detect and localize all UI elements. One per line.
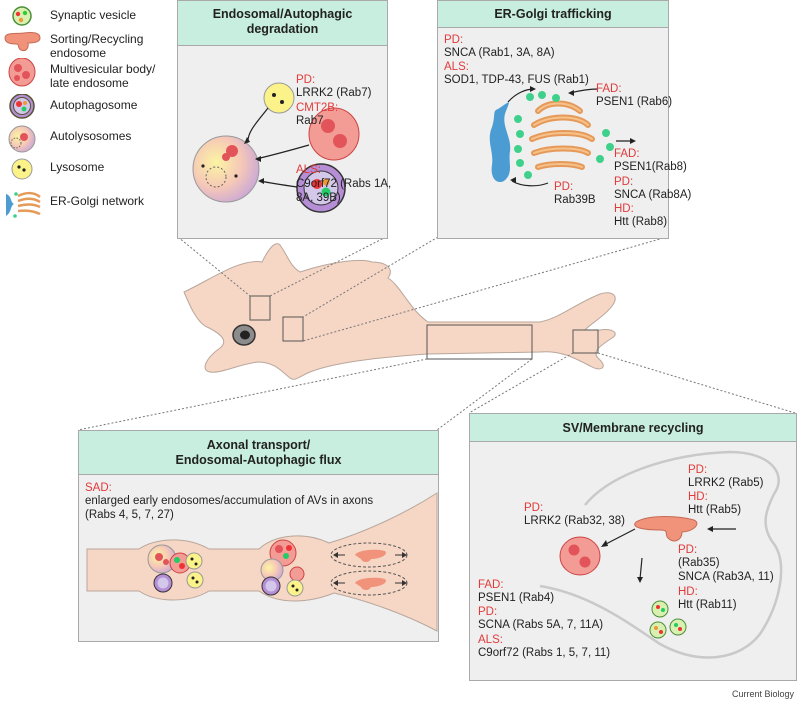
sorting-endosome-icon: [4, 32, 41, 51]
multivesicular-body-icon: [8, 58, 36, 87]
disease-label: ALS:: [296, 164, 321, 176]
disease-label: PD:: [688, 464, 708, 476]
disease-label: PD:: [678, 544, 698, 556]
panel-er-golgi: ER-Golgi trafficking: [437, 0, 691, 239]
disease-label: HD:: [688, 491, 708, 503]
legend-item: Autolysosomes: [0, 125, 175, 155]
gene-label: (Rab35) SNCA (Rab3A, 11): [678, 557, 774, 583]
legend-label: Lysosome: [50, 160, 105, 174]
zoom-box-terminal: [572, 329, 599, 354]
axon-illustration: [86, 492, 438, 632]
disease-label: ALS:: [478, 634, 503, 646]
disease-label: HD:: [678, 586, 698, 598]
gene-label: LRRK2 (Rab7): [296, 87, 372, 99]
panel-title: Axonal transport/ Endosomal-Autophagic f…: [79, 431, 438, 475]
panel-axonal: Axonal transport/ Endosomal-Autophagic f…: [78, 430, 439, 642]
gene-label: LRRK2 (Rab32, 38): [524, 515, 625, 527]
legend-item: Synaptic vesicle: [0, 4, 175, 34]
zoom-box-golgi: [282, 316, 304, 342]
gene-label: enlarged early endosomes/accumulation of…: [85, 495, 374, 521]
disease-label: FAD:: [614, 148, 640, 160]
gene-label: PSEN1 (Rab6): [596, 96, 673, 108]
legend-label: Autophagosome: [50, 98, 138, 112]
gene-label: SNCA (Rab1, 3A, 8A): [444, 47, 555, 59]
neuron-body: [183, 243, 616, 380]
gene-label: SOD1, TDP-43, FUS (Rab1): [444, 74, 589, 86]
disease-label: PD:: [478, 606, 498, 618]
disease-label: PD:: [524, 502, 544, 514]
autolysosome-icon: [8, 125, 36, 153]
zoom-box-degradation: [249, 295, 271, 321]
legend-label: Sorting/Recycling endosome: [50, 32, 144, 60]
synapse-illustration: [539, 450, 783, 659]
zoom-box-axon: [426, 324, 533, 360]
disease-label: FAD:: [596, 83, 622, 95]
gene-label: C9orf72 (Rabs 1A, 8A, 39B): [296, 178, 392, 204]
journal-credit: Current Biology: [731, 689, 794, 699]
panel-title: SV/Membrane recycling: [470, 414, 796, 442]
disease-label: PD:: [614, 176, 634, 188]
degradation-illustration: [192, 82, 360, 213]
gene-label: LRRK2 (Rab5): [688, 477, 764, 489]
disease-label: SAD:: [85, 482, 112, 494]
gene-label: PSEN1(Rab8): [614, 161, 687, 173]
gene-label: Rab39B: [554, 194, 596, 206]
gene-label: Htt (Rab11): [678, 599, 737, 611]
gene-label: Rab7: [296, 115, 324, 127]
disease-label: CMT2B:: [296, 102, 339, 114]
legend-label: Synaptic vesicle: [50, 8, 137, 22]
legend-item: ER-Golgi network: [0, 190, 175, 220]
legend-item: Sorting/Recycling endosome: [0, 28, 175, 60]
legend-label: Multivesicular body/ late endosome: [50, 62, 156, 90]
panel-degradation: Endosomal/Autophagic degradation PD: LRR…: [177, 0, 392, 239]
panel-title: Endosomal/Autophagic degradation: [178, 1, 387, 46]
panel-title: ER-Golgi trafficking: [438, 1, 668, 28]
gene-label: PSEN1 (Rab4): [478, 592, 555, 604]
disease-label: HD:: [614, 203, 634, 215]
gene-label: Htt (Rab5): [688, 504, 742, 516]
disease-label: PD:: [554, 181, 574, 193]
autophagosome-icon: [9, 94, 35, 119]
legend-item: Lysosome: [0, 156, 175, 186]
legend-label: Autolysosomes: [50, 129, 132, 143]
legend-label: ER-Golgi network: [50, 194, 145, 208]
gene-label: Htt (Rab8): [614, 216, 668, 228]
gene-label: SNCA (Rab8A): [614, 189, 692, 201]
disease-label: PD:: [444, 34, 464, 46]
legend-item: Autophagosome: [0, 94, 175, 124]
disease-label: ALS:: [444, 61, 469, 73]
disease-label: FAD:: [478, 579, 504, 591]
gene-label: SCNA (Rabs 5A, 7, 11A): [478, 619, 604, 631]
legend-item: Multivesicular body/ late endosome: [0, 58, 175, 92]
panel-sv-recycling: SV/Membrane recycling PD: LRRK2 (Rab5) H…: [469, 413, 797, 681]
er-golgi-illustration: [489, 86, 636, 187]
er-golgi-icon: [6, 191, 41, 218]
synaptic-vesicle-icon: [12, 6, 32, 26]
gene-label: C9orf72 (Rabs 1, 5, 7, 11): [478, 647, 611, 659]
disease-label: PD:: [296, 74, 316, 86]
lysosome-icon: [11, 158, 33, 180]
